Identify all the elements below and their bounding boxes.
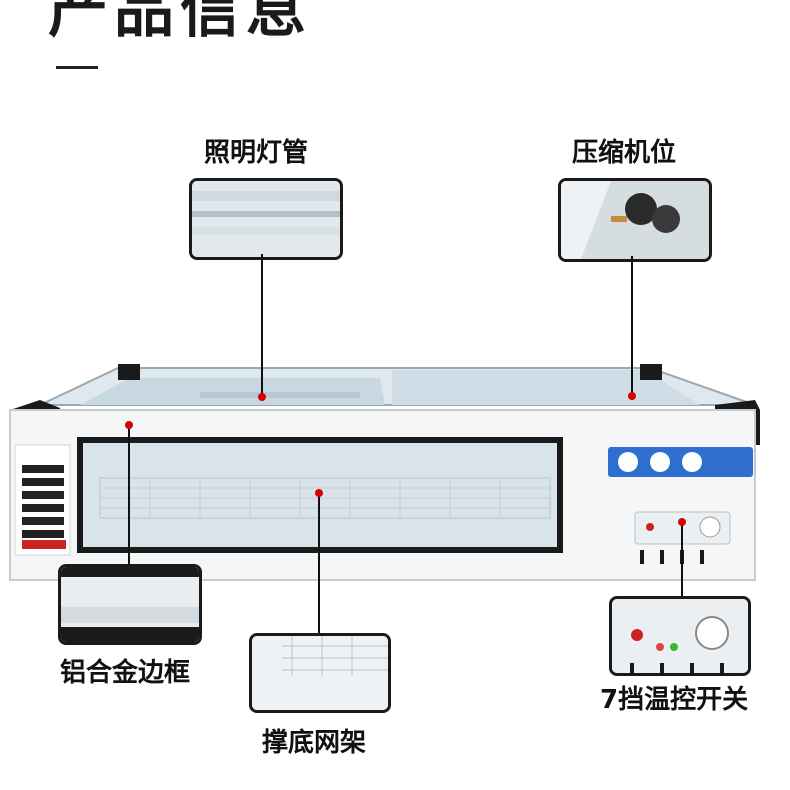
leader-switch <box>681 521 683 596</box>
lid-glass-left <box>80 378 385 405</box>
leader-lighting <box>261 254 263 397</box>
leader-frame <box>128 424 130 564</box>
dot-frame <box>125 421 133 429</box>
leader-compressor <box>631 256 633 395</box>
dot-switch <box>678 518 686 526</box>
dot-lighting <box>258 393 266 401</box>
wire-rack-grid <box>100 478 550 518</box>
callout-lighting <box>189 178 343 260</box>
page-heading: 产品信息 <box>48 0 312 46</box>
callout-compressor <box>558 178 712 262</box>
label-frame: 铝合金边框 <box>60 658 191 688</box>
light-tube <box>200 392 360 398</box>
label-rack: 撑底网架 <box>262 728 367 758</box>
label-lighting: 照明灯管 <box>204 138 309 168</box>
lid-glass-right <box>392 370 700 405</box>
heading-underline <box>56 66 98 69</box>
leader-rack <box>318 492 320 633</box>
info-panel <box>608 447 753 477</box>
feature-panel <box>14 444 71 556</box>
corner-cap-top-left <box>118 364 140 380</box>
label-switch: 7挡温控开关 <box>600 685 749 715</box>
warranty-badge <box>22 540 66 549</box>
corner-cap-top-right <box>640 364 662 380</box>
feature-badges <box>22 465 64 538</box>
dot-rack <box>315 489 323 497</box>
label-compressor: 压缩机位 <box>572 138 677 168</box>
dot-compressor <box>628 392 636 400</box>
callout-switch <box>609 596 751 676</box>
callout-frame <box>58 564 202 645</box>
callout-rack <box>249 633 391 713</box>
